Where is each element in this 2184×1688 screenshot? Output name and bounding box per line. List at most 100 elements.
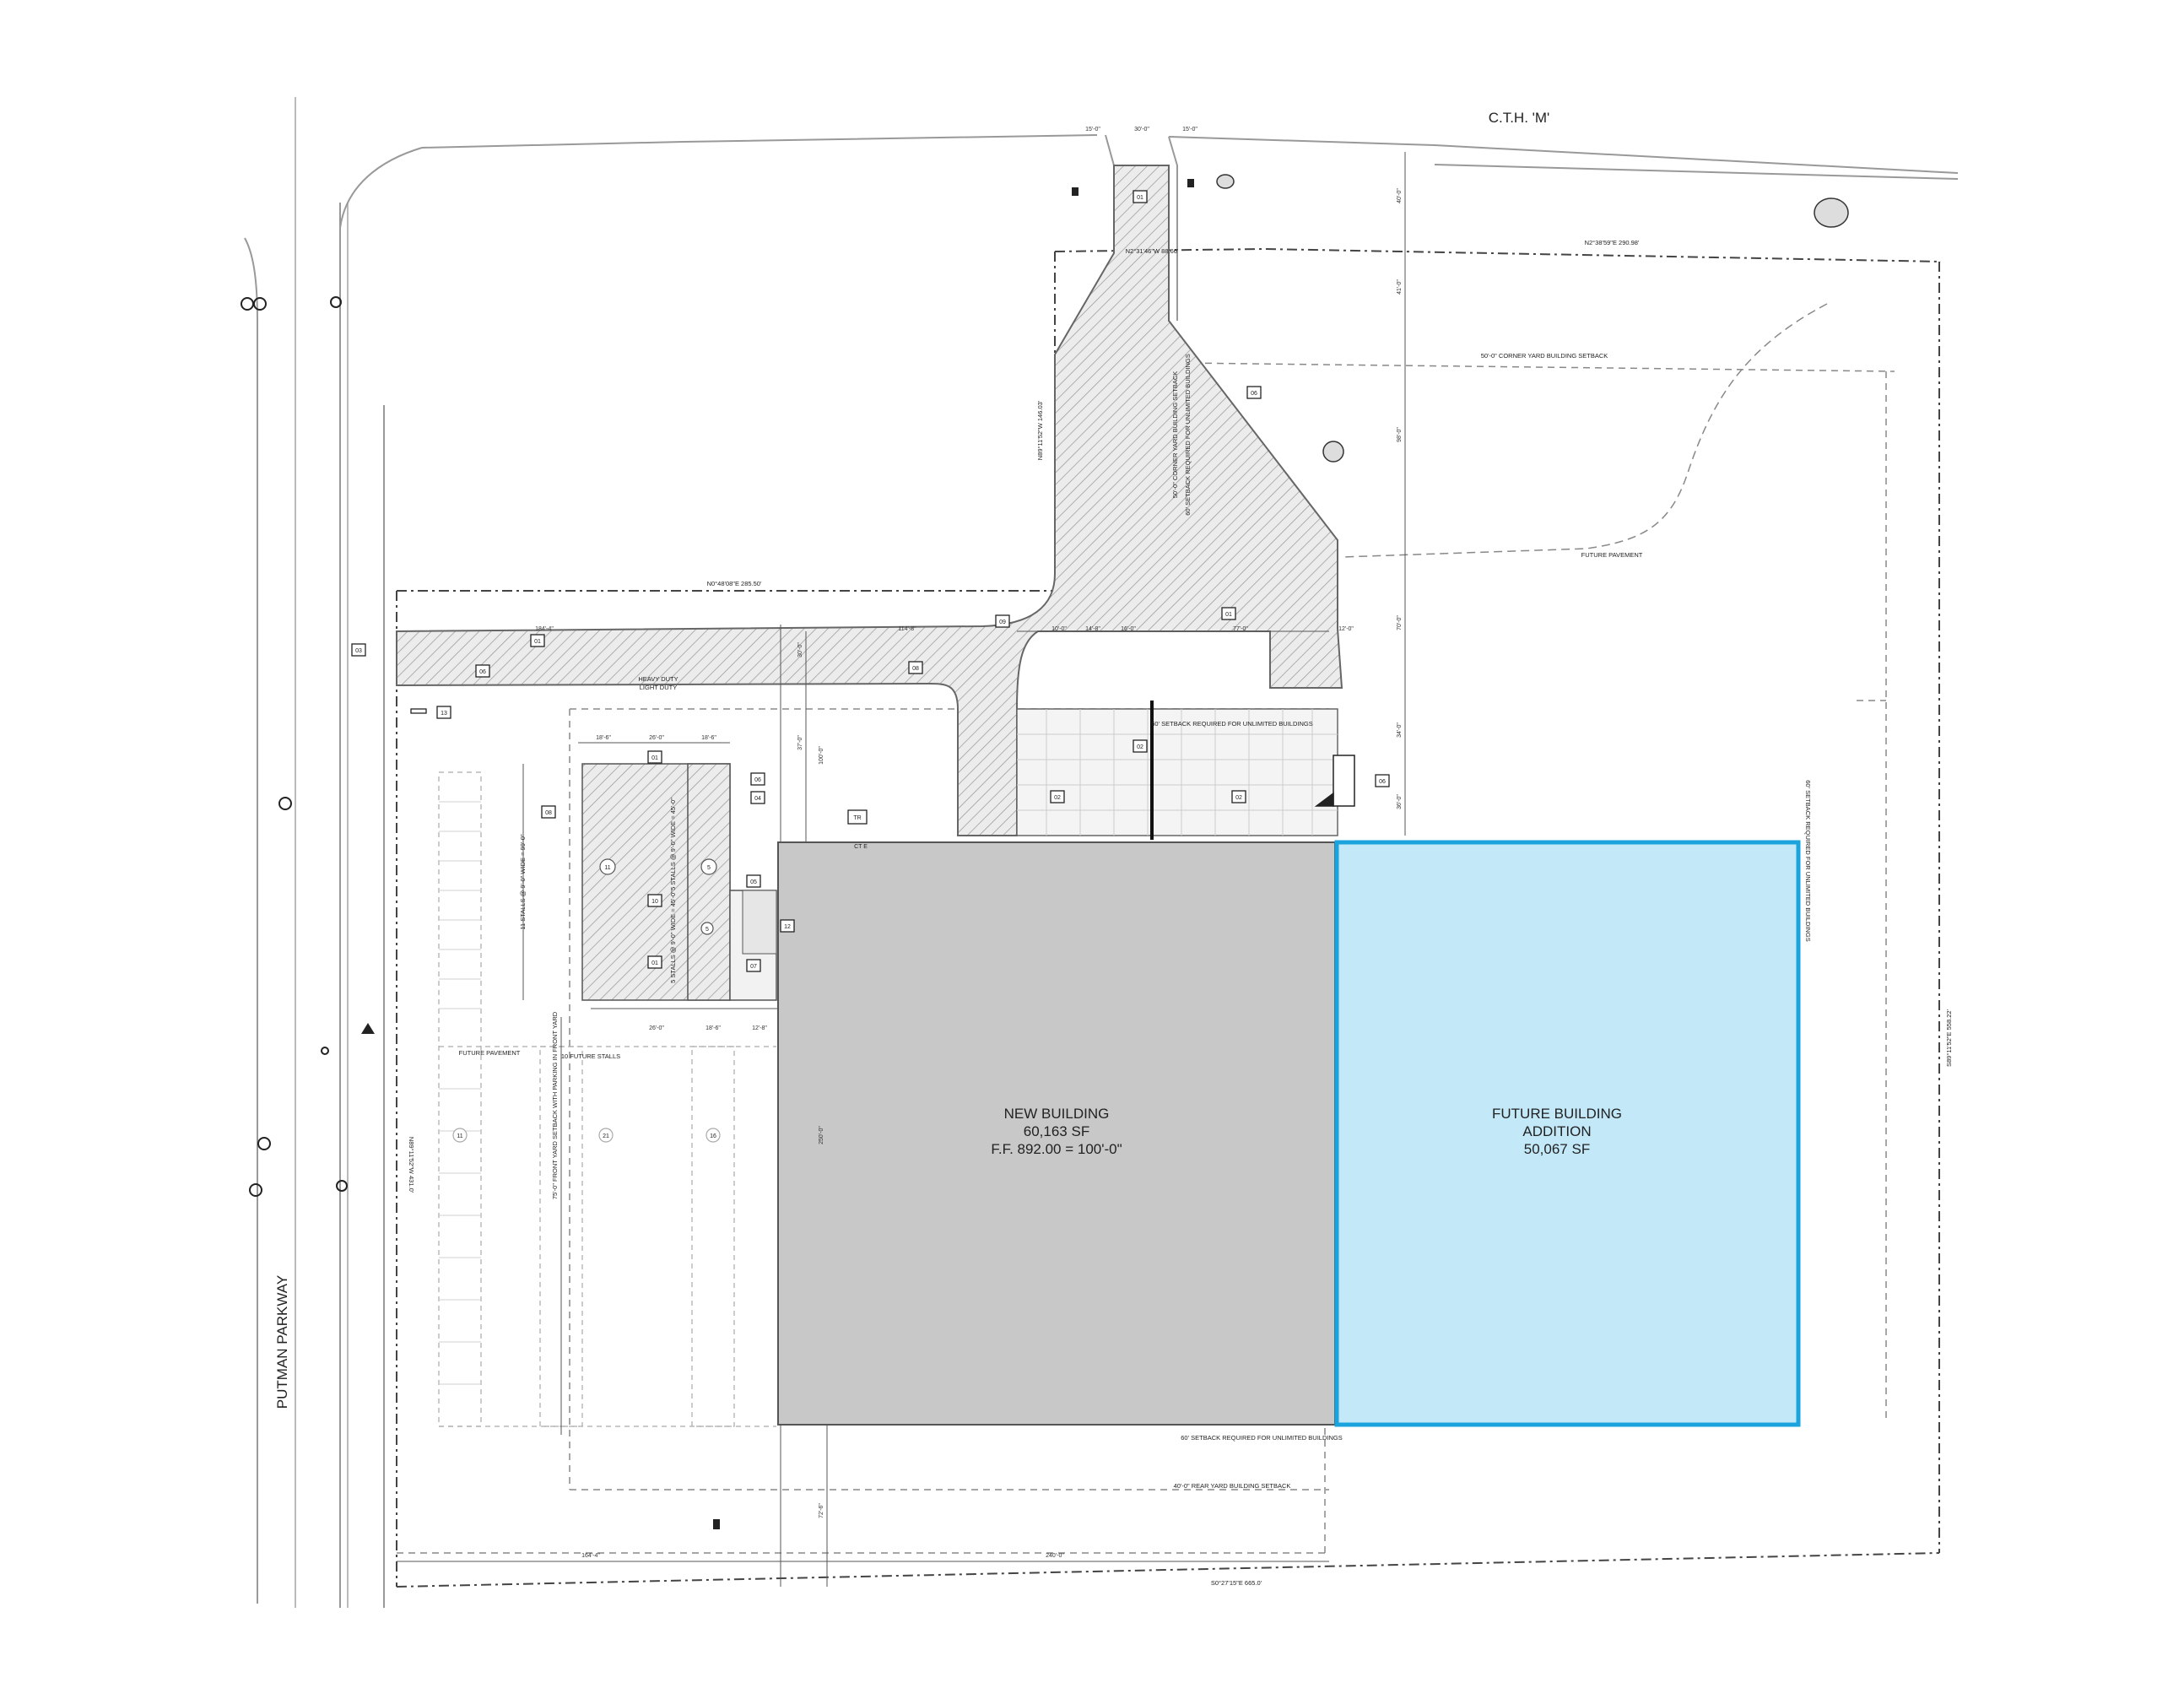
future-building-area: 50,067 SF [1524,1141,1590,1157]
light-pole-icon [361,179,1194,1529]
tag-08b: 08 [545,810,552,816]
dim-top-15a: 15'-0" [1085,127,1100,133]
new-building-name: NEW BUILDING [1004,1106,1110,1122]
setback-note-north: 60' SETBACK REQUIRED FOR UNLIMITED BUILD… [1151,720,1312,728]
tag-08a: 08 [912,666,919,672]
bearing-north-drive: N2°31'46"W 88.66' [1126,247,1179,255]
stall-count-5a: 5 [707,865,711,871]
dim-top-30: 30'-0" [1134,127,1149,133]
front-yard-setback-note: 75'-0" FRONT YARD SETBACK WITH PARKING I… [551,1011,559,1199]
new-building-elevation: F.F. 892.00 = 100'-0" [991,1141,1122,1157]
road-west-label: PUTMAN PARKWAY [274,1275,290,1409]
future-stall-count-21: 21 [603,1133,609,1139]
stall-count-circles [452,858,721,1143]
tag-07: 07 [750,964,757,970]
future-pavement-west-note: FUTURE PAVEMENT [459,1049,521,1057]
parking-lot [581,763,777,1001]
future-stalls-note: 10 FUTURE STALLS [561,1052,620,1060]
dim-77: 77'-0" [1233,626,1248,632]
future-pavement-east-outline [1341,303,1828,558]
keynote-tag-labels: 01 01 06 08 09 01 03 06 13 08 01 06 04 0… [355,195,1386,970]
cth-m-road [421,134,1959,321]
tag-01b: 01 [1225,612,1232,618]
tag-02a: 02 [1054,795,1061,801]
setback-vertical-note-2: 60' SETBACK REQUIRED FOR UNLIMITED BUILD… [1184,354,1192,515]
new-building [777,841,1336,1426]
tag-04: 04 [754,796,761,802]
tag-10: 10 [651,899,658,905]
dim-114: 114'-8" [898,626,916,632]
future-pavement-east-note: FUTURE PAVEMENT [1581,551,1643,559]
tag-tr: TR [853,815,861,821]
stalls-11-note: 11 STALLS @ 9'-0" WIDE = 99'-0" [519,834,527,930]
stall-count-5b: 5 [705,927,709,933]
light-duty-note: LIGHT DUTY [640,684,677,691]
dim-184: 184'-4" [535,626,554,632]
future-stall-count-16: 16 [710,1133,716,1139]
stall-count-11: 11 [604,865,610,871]
tag-09: 09 [999,619,1006,625]
heavy-duty-note: HEAVY DUTY [638,675,678,683]
bearing-north: N2°38'59"E 290.98' [1585,239,1640,246]
dim-34: 34'-0" [1397,722,1403,738]
dim-12b: 12'-8" [752,1025,767,1031]
tag-06b: 06 [1251,391,1257,397]
dim-100: 100'-0" [819,746,824,765]
drive-aisles [396,165,1343,836]
tag-05: 05 [750,879,757,885]
dim-top-15b: 15'-0" [1182,127,1197,133]
dim-18b: 18'-6" [701,735,716,741]
tag-01a: 01 [534,639,541,645]
dim-26a: 26'-0" [649,735,664,741]
dim-30: 30'-0" [797,642,803,657]
tag-06c: 06 [754,777,761,783]
dim-250: 250'-0" [819,1126,824,1144]
dim-16: 16'-0" [1121,626,1136,632]
bearing-west-lower: N89°11'52"W 431.0' [408,1137,415,1193]
dim-18a: 18'-6" [596,735,611,741]
setback-note-east: 60' SETBACK REQUIRED FOR UNLIMITED BUILD… [1804,780,1812,941]
dim-18c: 18'-6" [705,1025,721,1031]
dim-72: 72'-6" [819,1503,824,1518]
dim-26b: 26'-0" [649,1025,664,1031]
bearing-west-upper: N89°11'52"W 146.03' [1036,400,1044,460]
dim-10: 10'-0" [1051,626,1067,632]
future-stall-count-11: 11 [457,1133,462,1139]
hydrant-icon [241,296,348,1197]
corner-yard-setback-note: 50'-0" CORNER YARD BUILDING SETBACK [1481,352,1608,360]
future-stall-lines [439,801,481,1385]
corner-setback-vertical-note: 50'-0" CORNER YARD BUILDING SETBACK [1171,371,1179,499]
trash-enclosure [1314,755,1355,807]
dim-40: 40'-0" [1397,188,1403,203]
dimension-labels: 15'-0" 30'-0" 15'-0" 40'-0" 41'-0" 98'-0… [535,127,1403,1559]
bearing-east: S89°11'52"E 558.22' [1945,1009,1953,1067]
bearing-mid: N0°48'08"E 285.50' [707,580,762,587]
future-stalls-outline [438,771,776,1427]
dim-98: 98'-0" [1397,427,1403,442]
dim-14: 14'-8" [1085,626,1100,632]
stalls-5a-note: 5 STALLS @ 9'-0" WIDE = 45'-0" [669,798,677,890]
tag-01d: 01 [651,960,658,966]
tag-02b: 02 [1137,744,1143,750]
dim-240: 240'-0" [1046,1553,1064,1559]
stall-count-labels: 11 5 5 11 21 16 [457,865,716,1139]
tag-top: 01 [1137,195,1143,201]
dim-37: 37'-0" [797,735,803,750]
tag-01c: 01 [651,755,658,761]
dim-12: 12'-0" [1338,626,1354,632]
future-building-line2: ADDITION [1522,1123,1591,1139]
loading-dock-grid [1017,709,1338,836]
stalls-5b-note: 5 STALLS @ 9'-0" WIDE = 45'-0" [669,890,677,983]
rear-yard-setback-note: 40'-0" REAR YARD BUILDING SETBACK [1174,1482,1291,1490]
tag-06a: 06 [479,669,486,675]
dim-164: 164'-4" [581,1553,600,1559]
bench-icon [410,708,427,714]
dim-70: 70'-0" [1397,615,1403,630]
tag-02c: 02 [1235,795,1242,801]
tag-06d: 06 [1379,779,1386,785]
tag-ct: CT E [854,844,868,850]
bearing-south: S0°27'15"E 665.0' [1211,1579,1262,1587]
tag-13: 13 [441,711,447,717]
dim-36: 36'-0" [1397,794,1403,809]
